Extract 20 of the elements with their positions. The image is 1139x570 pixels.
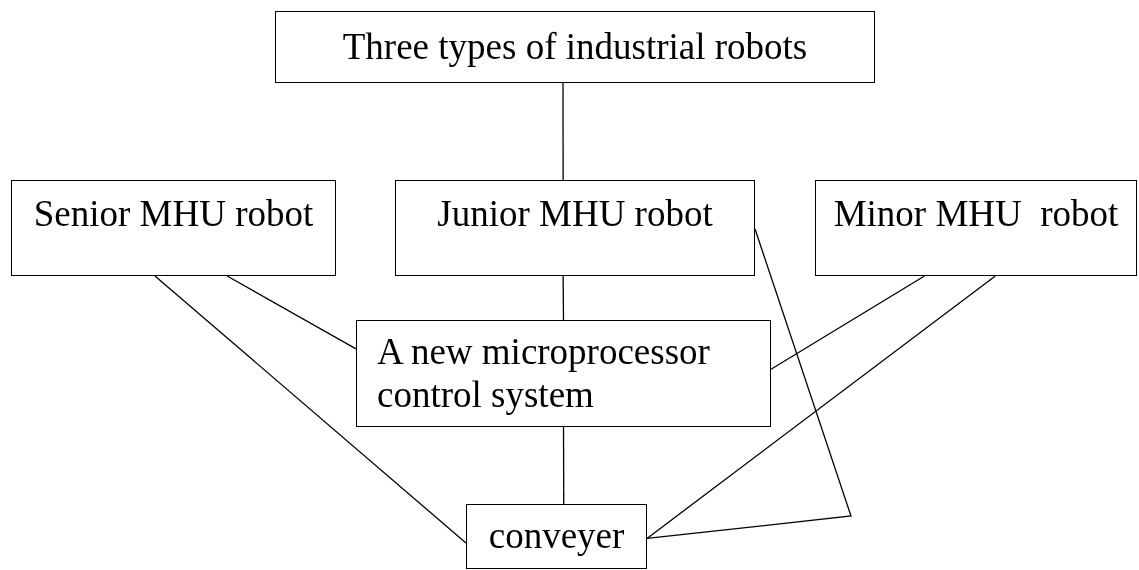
box-label: Senior MHU robot bbox=[33, 193, 314, 236]
process-box bbox=[275, 11, 875, 83]
connector-line bbox=[770, 275, 926, 370]
box-label: Three types of industrial robots bbox=[342, 25, 808, 69]
connector-line bbox=[154, 275, 467, 544]
connector-line bbox=[226, 275, 357, 350]
process-box bbox=[815, 180, 1137, 276]
process-box bbox=[11, 180, 336, 276]
connector-line bbox=[646, 275, 996, 540]
connector-line bbox=[562, 426, 565, 505]
connector-line bbox=[562, 275, 565, 321]
box-label: Junior MHU robot bbox=[437, 193, 713, 236]
box-label: conveyer bbox=[488, 515, 625, 558]
connector-line bbox=[562, 82, 564, 181]
process-box bbox=[466, 504, 647, 569]
process-box bbox=[356, 320, 771, 427]
box-label: Minor MHU robot bbox=[833, 193, 1119, 236]
connector-line bbox=[646, 228, 852, 540]
process-box bbox=[395, 180, 755, 276]
box-label: A new microprocessor control system bbox=[377, 330, 711, 417]
